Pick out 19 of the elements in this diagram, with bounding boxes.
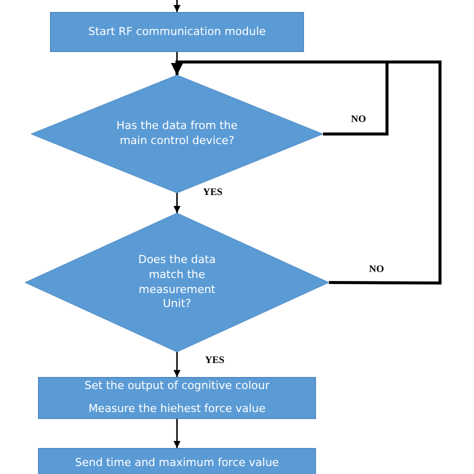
process-box	[38, 448, 316, 474]
edge-label: YES	[202, 187, 224, 198]
step-text: Does the data match the measurement Unit?	[137, 252, 217, 312]
process-box	[38, 377, 316, 419]
arrow	[174, 0, 180, 12]
step-text: Start RF communication module	[88, 24, 266, 40]
step-text: Set the output of cognitive colour	[84, 379, 270, 394]
process-box	[50, 12, 304, 52]
step-text: Measure the hiehest force value	[88, 402, 266, 417]
edge-label: NO	[368, 264, 385, 275]
decision-diamond	[25, 213, 329, 352]
arrow	[174, 193, 180, 213]
edge-label: YES	[204, 355, 226, 366]
edge-label: NO	[350, 114, 367, 125]
arrow	[174, 419, 180, 448]
arrow	[174, 352, 180, 377]
step-text: Send time and maximum force value	[75, 456, 279, 470]
arrow	[171, 60, 442, 284]
step-text: Has the data from the main control device?	[115, 119, 239, 149]
